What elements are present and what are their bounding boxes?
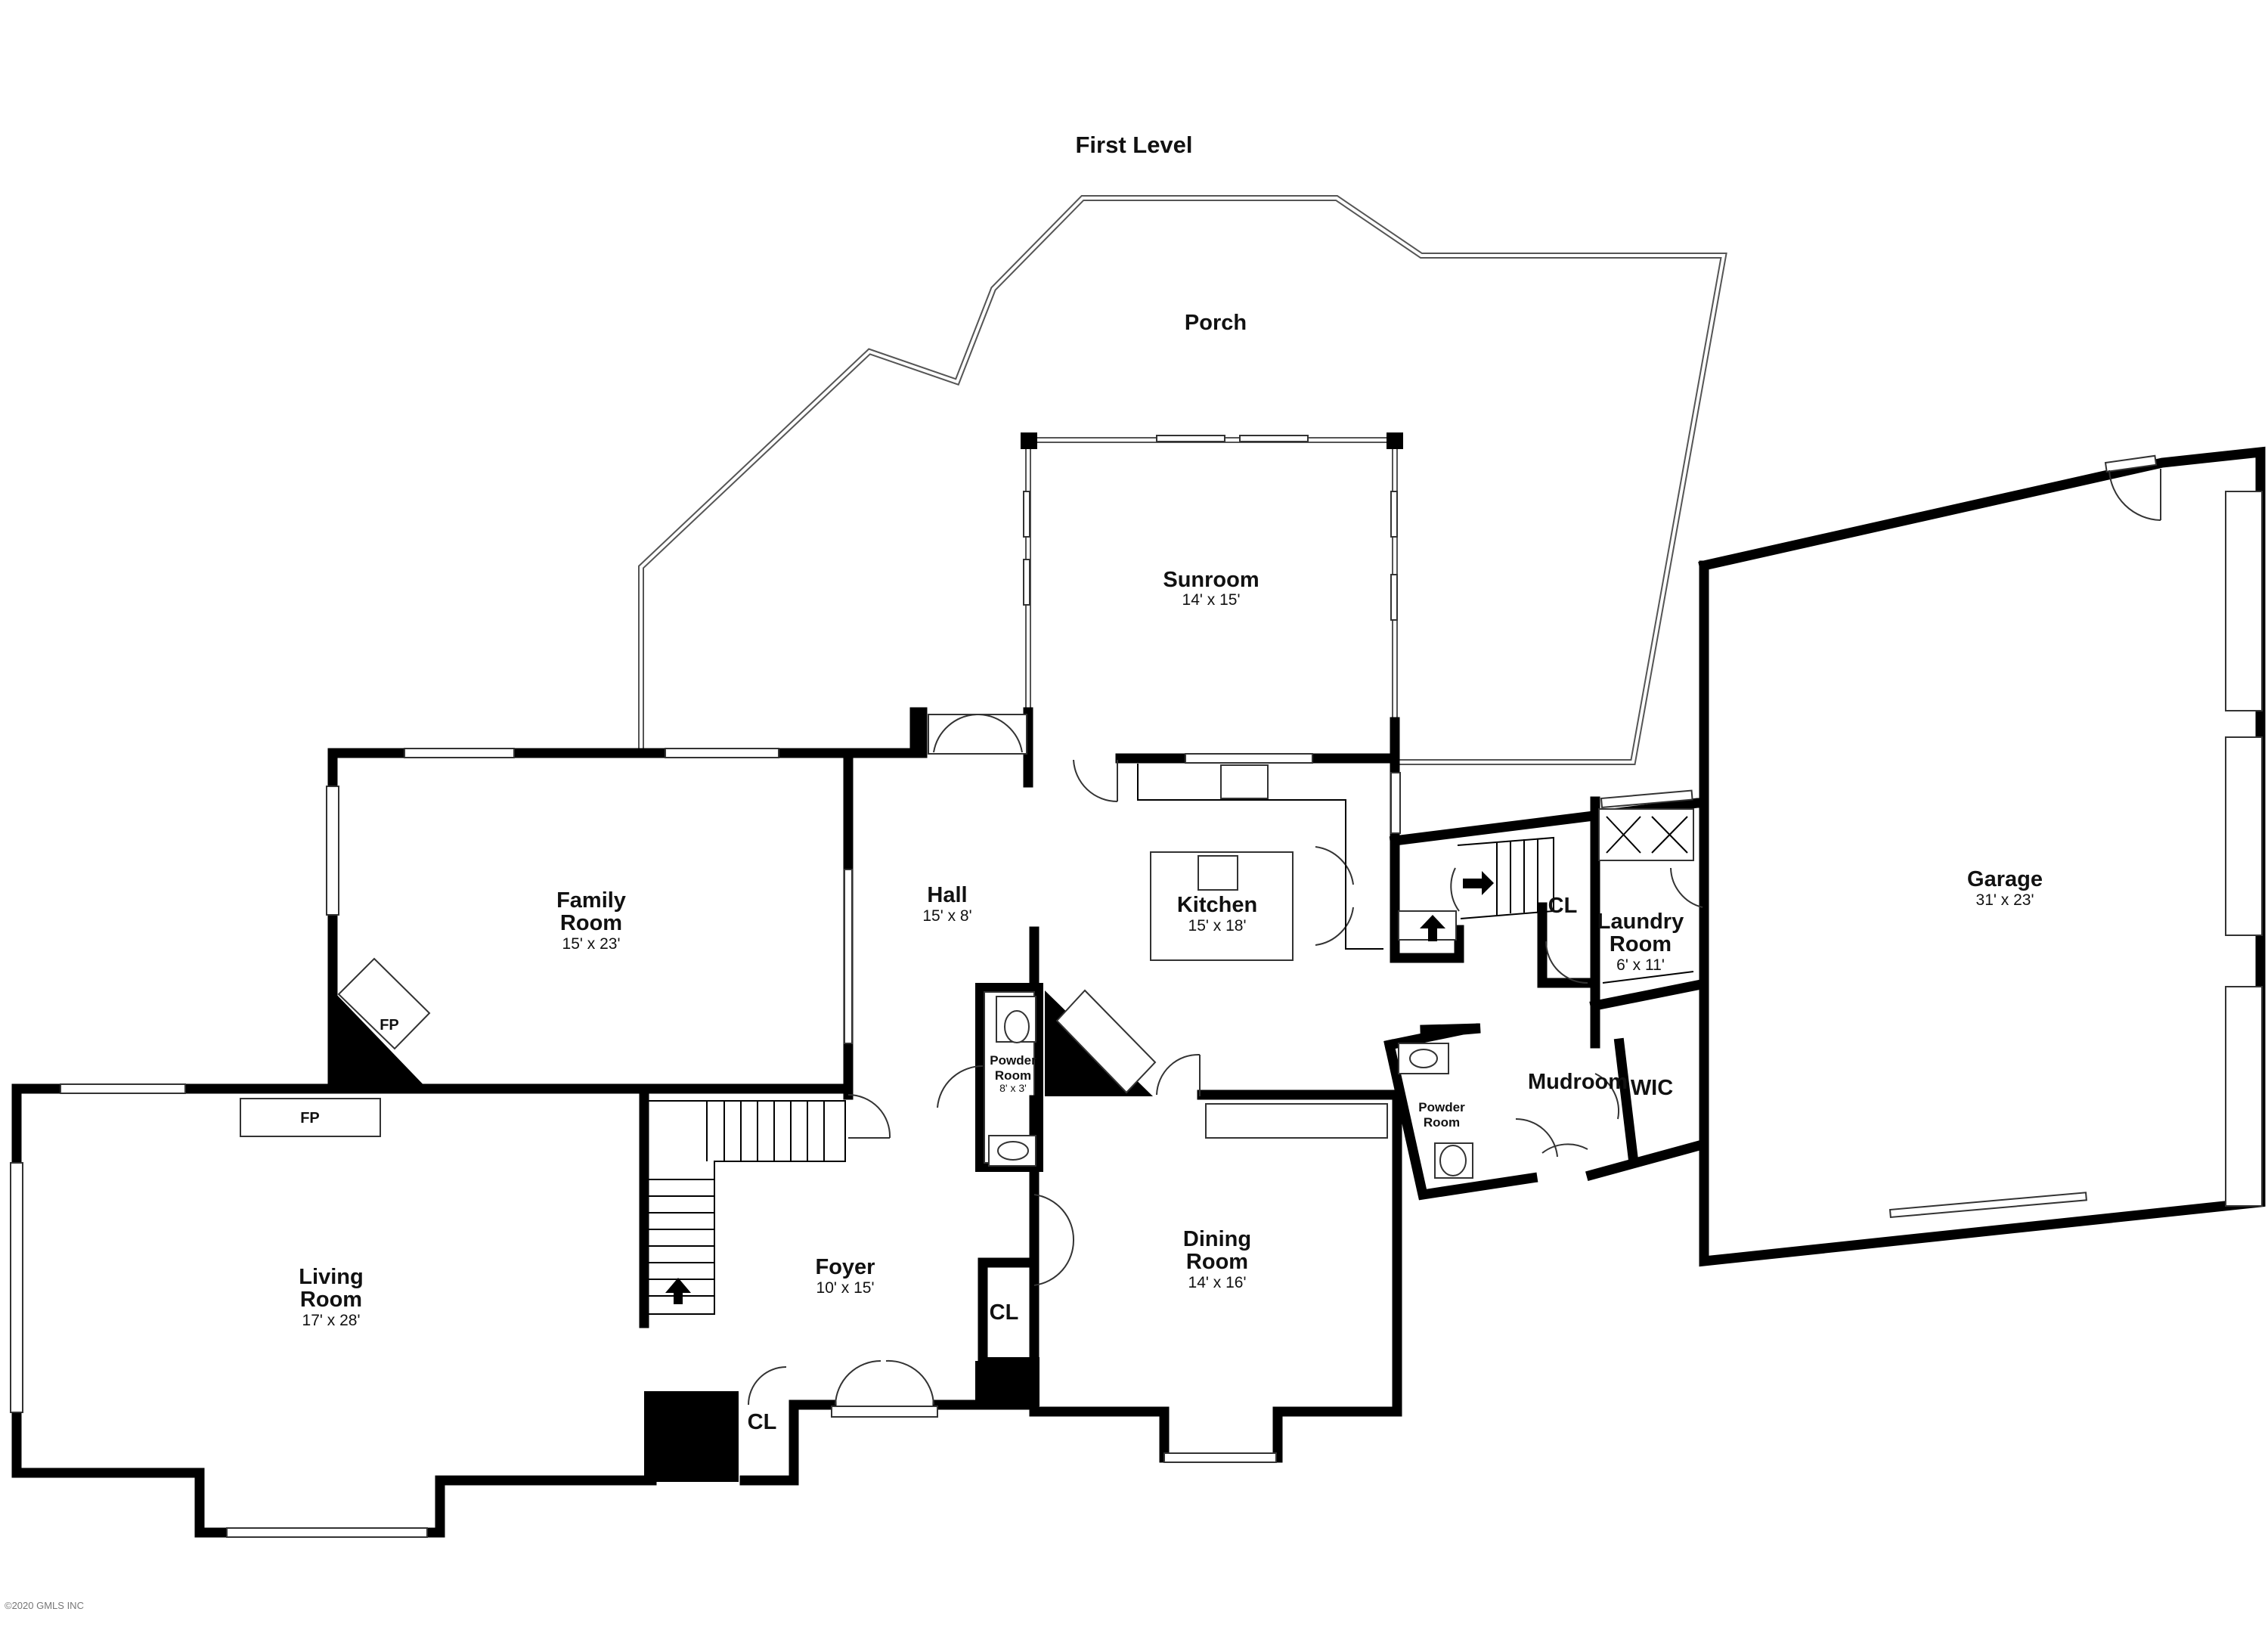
laundry-room-dimensions: 6' x 11' xyxy=(1616,956,1665,974)
garage-label: Garage xyxy=(1967,867,2043,891)
powder-room-2-label-2: Room xyxy=(1424,1115,1460,1130)
dining-room-label-2: Room xyxy=(1186,1250,1248,1274)
dining-room-label-1: Dining xyxy=(1183,1227,1251,1251)
kitchen-dimensions: 15' x 18' xyxy=(1188,917,1247,935)
foyer-label: Foyer xyxy=(816,1255,875,1279)
main-stairs xyxy=(647,1100,846,1315)
kitchen-fixtures xyxy=(240,764,1694,1179)
family-room-label-1: Family xyxy=(556,888,626,913)
powder-room-1-label-1: Powder xyxy=(990,1053,1036,1068)
family-room-dimensions: 15' x 23' xyxy=(562,935,621,953)
dining-room-dimensions: 14' x 16' xyxy=(1188,1274,1247,1291)
wic-label: WIC xyxy=(1631,1076,1673,1100)
porch-outline xyxy=(638,195,1727,765)
cl-foyer-label: CL xyxy=(990,1300,1019,1325)
sunroom-dimensions: 14' x 15' xyxy=(1182,591,1241,609)
powder-room-2-label-1: Powder xyxy=(1418,1100,1465,1114)
family-room-label-2: Room xyxy=(560,911,622,935)
powder-room-1-label-2: Room xyxy=(995,1068,1031,1083)
garage-dimensions: 31' x 23' xyxy=(1976,891,2034,909)
cl-stairs-label: CL xyxy=(1548,894,1578,918)
laundry-room-label-2: Room xyxy=(1610,932,1672,956)
laundry-room-label-1: Laundry xyxy=(1597,910,1684,934)
living-room-dimensions: 17' x 28' xyxy=(302,1312,361,1329)
plan-title: First Level xyxy=(1075,132,1192,158)
sunroom-label: Sunroom xyxy=(1163,568,1259,592)
copyright-text: ©2020 GMLS INC xyxy=(5,1600,84,1611)
sunroom-walls xyxy=(1021,432,1403,718)
garage-walls xyxy=(1698,446,2266,1267)
kitchen-label: Kitchen xyxy=(1177,893,1257,917)
mud-stairs xyxy=(1398,836,1554,941)
cl-living-label: CL xyxy=(748,1410,777,1434)
living-room-label-1: Living xyxy=(299,1265,363,1289)
doors xyxy=(748,714,1703,1418)
hall-label: Hall xyxy=(927,883,967,907)
main-windows xyxy=(10,748,1693,1538)
powder-room-1-dimensions: 8' x 3' xyxy=(999,1082,1027,1094)
foyer-dimensions: 10' x 15' xyxy=(816,1279,875,1297)
hall-dimensions: 15' x 8' xyxy=(922,907,971,925)
porch-label: Porch xyxy=(1185,311,1247,335)
fp-living-label: FP xyxy=(300,1110,320,1127)
mudroom-label: Mudroom xyxy=(1528,1070,1628,1094)
living-room-label-2: Room xyxy=(300,1288,362,1312)
fp-family-label: FP xyxy=(380,1017,399,1034)
